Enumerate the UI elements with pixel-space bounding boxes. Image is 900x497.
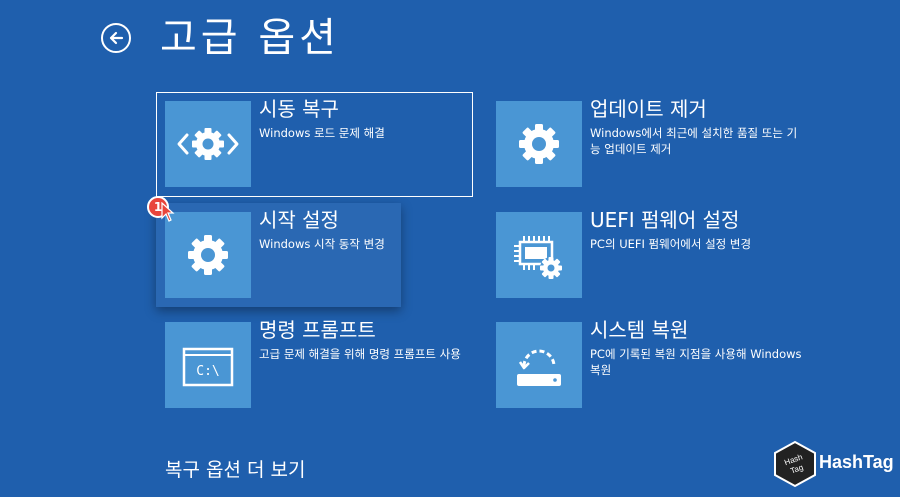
tile-icon-box [496, 322, 582, 408]
tile-description: 고급 문제 해결을 위해 명령 프롬프트 사용 [259, 347, 461, 361]
svg-text:C:\: C:\ [196, 364, 219, 379]
tile-title: 시스템 복원 [590, 318, 689, 342]
svg-text:Tag: Tag [789, 463, 804, 476]
page-title: 고급 옵션 [160, 15, 340, 61]
tile-title: 업데이트 제거 [590, 97, 707, 121]
system-restore-icon [517, 349, 561, 386]
tile-command-prompt[interactable]: C:\ 명령 프롬프트 고급 문제 해결을 위해 명령 프롬프트 사용 [156, 313, 476, 417]
tile-startup-repair[interactable]: 시동 복구 Windows 로드 문제 해결 [156, 92, 473, 197]
tile-system-restore[interactable]: 시스템 복원 PC에 기록된 복원 지점을 사용해 Windows 복원 [487, 313, 807, 417]
tile-icon-box [496, 101, 582, 187]
startup-repair-gear-icon [177, 128, 239, 160]
tile-title: UEFI 펌웨어 설정 [590, 208, 740, 232]
tile-title: 시동 복구 [259, 97, 339, 121]
tile-icon-box [165, 212, 251, 298]
hashtag-watermark: Hash Tag HashTag [773, 440, 894, 490]
tile-icon-box: C:\ [165, 322, 251, 408]
command-prompt-icon: C:\ [182, 347, 234, 387]
tile-uefi-firmware[interactable]: UEFI 펌웨어 설정 PC의 UEFI 펌웨어에서 설정 변경 [487, 203, 807, 307]
watermark-text: HashTag [819, 452, 894, 472]
gear-icon [519, 124, 559, 164]
tile-icon-box [496, 212, 582, 298]
tile-description: Windows에서 최근에 설치한 품질 또는 기능 업데이트 제거 [590, 126, 798, 156]
tile-description: PC의 UEFI 펌웨어에서 설정 변경 [590, 237, 752, 251]
firmware-chip-gear-icon [514, 236, 562, 279]
tile-icon-box [165, 101, 251, 187]
tile-description: Windows 시작 동작 변경 [259, 237, 385, 251]
tile-description: PC에 기록된 복원 지점을 사용해 Windows 복원 [590, 347, 802, 377]
tile-title: 명령 프롬프트 [259, 318, 376, 342]
mouse-pointer-icon [161, 202, 175, 222]
tile-title: 시작 설정 [259, 208, 339, 232]
more-recovery-options-link[interactable]: 복구 옵션 더 보기 [165, 459, 306, 481]
back-arrow-icon [109, 31, 124, 45]
gear-icon [188, 235, 228, 275]
hashtag-logo-icon: Hash Tag [774, 440, 816, 488]
back-button[interactable] [101, 23, 131, 53]
tile-startup-settings[interactable]: 시작 설정 Windows 시작 동작 변경 [156, 203, 401, 307]
tile-uninstall-updates[interactable]: 업데이트 제거 Windows에서 최근에 설치한 품질 또는 기능 업데이트 … [487, 92, 807, 197]
tile-description: Windows 로드 문제 해결 [259, 126, 385, 140]
